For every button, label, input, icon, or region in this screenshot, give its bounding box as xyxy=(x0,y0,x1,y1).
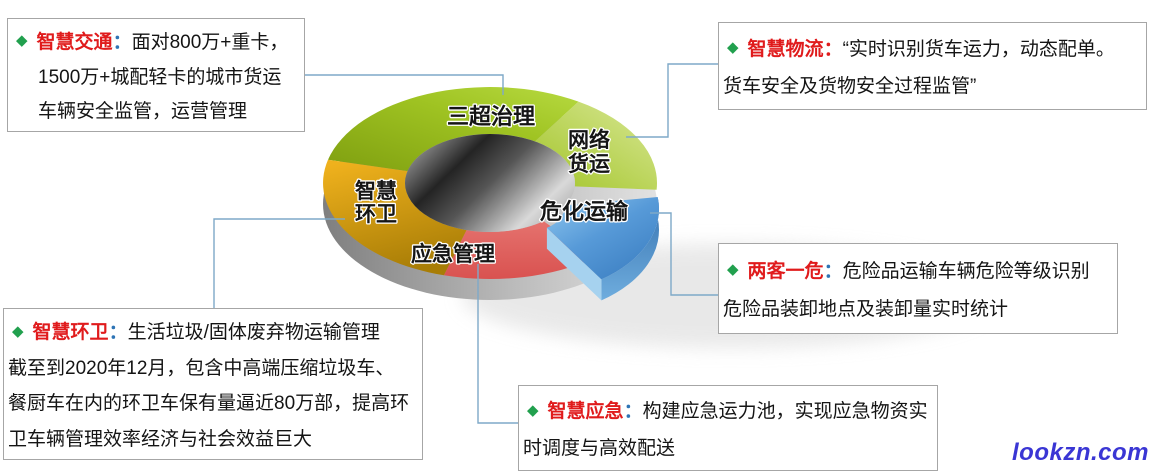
diamond-bullet-icon: ◆ xyxy=(12,322,24,340)
callout-text: 构建应急运力池，实现应急物资实 xyxy=(642,401,928,422)
callout-text: 餐厨车在内的环卫车保有量逼近80万部，提高环 xyxy=(8,393,410,415)
segment-label-huanwei-2: 环卫 xyxy=(355,203,397,226)
callout-emergency: ◆ 智慧应急 ： 构建应急运力池，实现应急物资实 时调度与高效配送 xyxy=(518,385,938,471)
callout-text: “实时识别货车运力，动态配单。 xyxy=(842,38,1115,60)
segment-label-huanwei-1: 智慧 xyxy=(355,179,397,203)
callout-text: 面对800万+重卡， xyxy=(131,31,289,53)
pie-segment-huanwei xyxy=(323,159,467,276)
callout-text: 卫车辆管理效率经济与社会效益巨大 xyxy=(8,428,313,450)
callout-colon: ： xyxy=(108,322,128,344)
callout-text: 危险品运输车辆危险等级识别 xyxy=(842,260,1090,282)
callout-text: 车辆安全监管，运营管理 xyxy=(38,101,248,123)
callout-text: 危险品装卸地点及装卸量实时统计 xyxy=(723,299,1009,321)
segment-label-sanchao: 三超治理 xyxy=(447,104,535,129)
diamond-bullet-icon: ◆ xyxy=(527,401,539,419)
callout-title: 智慧环卫 xyxy=(32,322,109,344)
pie-segment-wangluo xyxy=(535,101,658,190)
diamond-bullet-icon: ◆ xyxy=(16,32,28,50)
callout-title: 智慧物流 xyxy=(747,38,824,60)
callout-logistics: ◆ 智慧物流 ： “实时识别货车运力，动态配单。 货车安全及货物安全过程监管” xyxy=(718,22,1147,110)
callout-title: 智慧应急 xyxy=(547,401,624,422)
callout-text: 货车安全及货物安全过程监管” xyxy=(723,76,977,98)
callout-colon: ： xyxy=(112,31,132,53)
segment-label-yingji: 应急管理 xyxy=(411,242,495,266)
watermark: lookzn.com xyxy=(1011,439,1149,466)
donut-hole xyxy=(405,134,575,232)
diamond-bullet-icon: ◆ xyxy=(727,39,739,57)
callout-colon: ： xyxy=(823,38,843,60)
callout-text: 时调度与高效配送 xyxy=(523,438,676,459)
connector-traffic xyxy=(305,74,504,95)
connector-sanitation xyxy=(213,218,345,308)
callout-traffic: ◆ 智慧交通 ： 面对800万+重卡， 1500万+城配轻卡的城市货运 车辆安全… xyxy=(7,18,305,132)
connector-danger xyxy=(650,212,718,296)
segment-label-weihua: 危化运输 xyxy=(540,199,629,224)
callout-text: 截至到2020年12月，包含中高端压缩垃圾车、 xyxy=(8,357,395,379)
callout-title: 两客一危 xyxy=(747,260,824,282)
connector-logistics xyxy=(626,63,718,138)
callout-text: 1500万+城配轻卡的城市货运 xyxy=(38,66,282,88)
diamond-bullet-icon: ◆ xyxy=(727,261,739,279)
segment-label-wangluo-2: 货运 xyxy=(568,152,610,176)
callout-sanitation: ◆ 智慧环卫 ： 生活垃圾/固体废弃物运输管理 截至到2020年12月，包含中高… xyxy=(3,308,423,460)
pie-segment-weihua xyxy=(546,197,660,280)
pie-segment-sanchao xyxy=(328,87,579,172)
segment-label-wangluo-1: 网络 xyxy=(568,128,610,152)
callout-danger: ◆ 两客一危 ： 危险品运输车辆危险等级识别 危险品装卸地点及装卸量实时统计 xyxy=(718,243,1118,334)
callout-colon: ： xyxy=(823,260,843,282)
pie-segment-weihua-cut xyxy=(546,227,602,301)
callout-colon: ： xyxy=(623,401,643,422)
pie-segment-weihua-side xyxy=(601,197,660,301)
connector-emergency xyxy=(477,264,518,424)
callout-title: 智慧交通 xyxy=(36,31,113,53)
callout-text: 生活垃圾/固体废弃物运输管理 xyxy=(127,322,380,344)
